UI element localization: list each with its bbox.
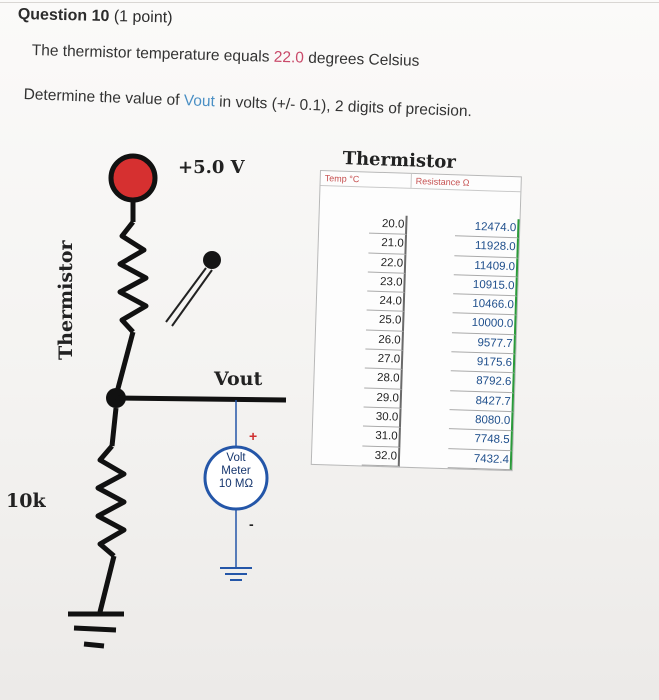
cell-resistance: 11928.0 — [454, 236, 519, 258]
thermistor-side-label: Thermistor — [55, 240, 77, 360]
cell-spacer — [319, 213, 370, 234]
cell-gap — [402, 389, 451, 410]
cell-temp: 32.0 — [361, 446, 401, 467]
ground-icon — [68, 611, 124, 649]
table-title: Thermistor — [342, 148, 457, 173]
cell-temp: 23.0 — [367, 272, 406, 293]
resistor-10k-symbol — [95, 444, 127, 558]
cell-spacer — [317, 290, 368, 311]
cell-gap — [406, 235, 455, 256]
cell-gap — [403, 331, 452, 352]
cell-temp: 31.0 — [362, 426, 401, 448]
cell-spacer — [312, 425, 363, 446]
cell-gap — [403, 351, 452, 372]
vout-label: Vout — [214, 368, 263, 390]
thermistor-probe-lead-2 — [171, 269, 213, 327]
instruction-prefix: Determine the value of — [23, 86, 185, 110]
cell-temp: 28.0 — [364, 368, 403, 390]
meter-label-line3: 10 MΩ — [218, 478, 254, 490]
cell-spacer — [314, 387, 365, 408]
cell-gap — [400, 428, 449, 449]
cell-temp: 29.0 — [363, 388, 403, 409]
meter-minus-sign: - — [249, 516, 254, 532]
cell-spacer — [318, 252, 369, 273]
cell-spacer — [315, 348, 366, 369]
question-number: Question 10 — [17, 6, 110, 26]
statement-suffix: degrees Celsius — [303, 49, 420, 70]
cell-temp: 22.0 — [367, 253, 407, 274]
cell-gap — [406, 254, 455, 275]
meter-ground-icon — [220, 567, 252, 581]
cell-gap — [405, 293, 454, 314]
cell-resistance: 9577.7 — [451, 333, 516, 355]
instruction-suffix: in volts (+/- 0.1), 2 digits of precisio… — [214, 93, 473, 121]
meter-label-line2: Meter — [221, 465, 251, 477]
vout-wire — [115, 395, 287, 403]
cell-temp: 26.0 — [365, 330, 404, 351]
voltmeter-label: Volt Meter 10 MΩ — [207, 452, 265, 491]
cell-gap — [402, 370, 451, 391]
cell-gap — [407, 216, 456, 237]
cell-gap — [405, 274, 454, 295]
circuit-diagram — [68, 153, 287, 649]
cell-resistance: 8427.7 — [449, 390, 515, 413]
cell-temp: 27.0 — [364, 349, 404, 371]
cell-spacer — [315, 329, 366, 350]
cell-gap — [401, 409, 450, 430]
cell-temp: 24.0 — [366, 291, 406, 313]
vout-variable: Vout — [183, 92, 216, 111]
cell-temp: 21.0 — [368, 233, 407, 255]
cell-resistance: 10915.0 — [453, 275, 518, 297]
table-body: 20.0 12474.0 21.0 11928.0 22.0 11409.0 23.0 109… — [312, 213, 520, 471]
cell-spacer — [313, 406, 364, 427]
cell-resistance: 7432.4 — [447, 448, 513, 471]
resistor-value-label: 10k — [6, 490, 46, 512]
resistor-bottom-wire — [97, 555, 117, 613]
question-title: Question 10 (1 point) — [18, 6, 173, 28]
temperature-value: 22.0 — [273, 48, 305, 67]
cell-temp: 20.0 — [369, 214, 408, 236]
cell-gap — [404, 312, 453, 333]
cell-spacer — [317, 271, 368, 292]
header-temp: Temp °C — [320, 171, 412, 188]
page-divider — [0, 2, 659, 3]
question-statement: The thermistor temperature equals 22.0 d… — [31, 42, 420, 71]
question-instruction: Determine the value of Vout in volts (+/… — [23, 86, 472, 121]
supply-terminal-dot — [108, 153, 158, 203]
cell-spacer — [318, 232, 369, 253]
cell-resistance: 9175.6 — [450, 352, 516, 374]
cell-resistance: 8080.0 — [448, 410, 514, 432]
cell-resistance: 11409.0 — [453, 255, 519, 278]
cell-resistance: 12474.0 — [454, 217, 520, 239]
cell-spacer — [316, 309, 367, 330]
cell-temp: 30.0 — [362, 407, 402, 428]
cell-resistance: 7748.5 — [448, 429, 513, 451]
thermistor-probe-icon — [203, 251, 221, 269]
cell-resistance: 8792.6 — [450, 371, 515, 393]
statement-prefix: The thermistor temperature equals — [31, 42, 274, 66]
resistor-top-wire — [109, 407, 119, 447]
cell-gap — [400, 447, 449, 468]
cell-resistance: 10466.0 — [452, 294, 518, 316]
cell-resistance: 10000.0 — [451, 313, 517, 336]
cell-temp: 25.0 — [365, 311, 405, 332]
cell-spacer — [314, 367, 365, 388]
thermistor-probe-lead-1 — [165, 267, 207, 323]
supply-voltage-label: +5.0 V — [178, 157, 245, 178]
thermistor-lead-wire — [113, 331, 136, 397]
question-points: (1 point) — [113, 8, 173, 27]
meter-label-line1: Volt — [226, 452, 246, 464]
thermistor-resistor-symbol — [117, 220, 149, 334]
cell-spacer — [312, 444, 363, 465]
meter-plus-sign: + — [249, 428, 258, 444]
